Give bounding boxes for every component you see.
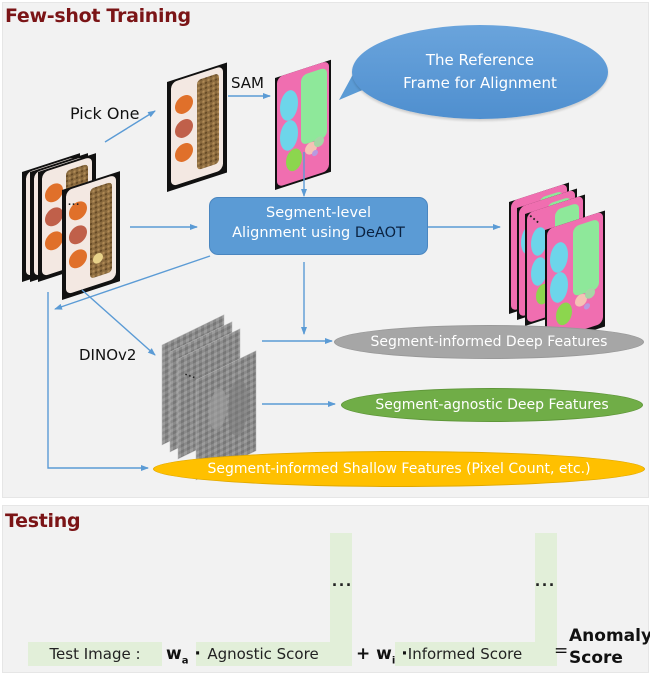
agnostic-score-caption: Agnostic Score: [196, 642, 330, 666]
agnostic-ellipsis-bg: [330, 533, 352, 666]
informed-ellipsis: ···: [535, 575, 556, 595]
alignment-line-2-prefix: Alignment using: [232, 225, 355, 241]
reference-frame-callout: The Reference Frame for Alignment: [352, 25, 608, 119]
score-label: Score: [569, 648, 623, 668]
multiply-dot: ·: [401, 644, 408, 664]
segment-agnostic-deep-features: Segment-agnostic Deep Features: [341, 388, 643, 422]
informed-score-caption: Informed Score: [395, 642, 535, 666]
training-title: Few-shot Training: [5, 5, 191, 27]
callout-line-1: The Reference: [425, 51, 535, 69]
arrow-pick-one: [104, 110, 156, 143]
flow-arrows: [47, 93, 501, 471]
pick-one-label: Pick One: [70, 104, 140, 123]
weight-agnostic: wa ·: [166, 644, 201, 666]
arrow-to-shallow: [47, 292, 149, 471]
testing-title: Testing: [5, 510, 81, 532]
anomaly-label: Anomaly: [569, 626, 650, 646]
w-i-symbol: w: [376, 644, 392, 664]
reference-image: [167, 62, 227, 192]
equals-sign: =: [554, 641, 569, 661]
multiply-dot: ·: [194, 644, 201, 664]
alignment-line-2: Alignment using DeAOT: [210, 223, 427, 243]
agnostic-ellipsis: ···: [332, 575, 353, 595]
dinov2-feature-maps: [161, 314, 257, 481]
w-a-symbol: w: [166, 644, 182, 664]
weight-informed: + wi ·: [356, 644, 408, 666]
w-i-subscript: i: [391, 655, 396, 667]
informed-ellipsis-bg: [535, 533, 557, 666]
arrow-alignment-back: [54, 255, 211, 310]
sam-label: SAM: [231, 74, 265, 92]
callout-line-2: Frame for Alignment: [403, 74, 557, 92]
inputs-ellipsis: ...: [68, 196, 81, 208]
segment-alignment-box: Segment-level Alignment using DeAOT: [209, 197, 428, 255]
segment-informed-deep-features: Segment-informed Deep Features: [334, 325, 644, 359]
alignment-line-1: Segment-level: [266, 205, 371, 221]
w-a-subscript: a: [181, 655, 189, 667]
arrow-dinov2: [81, 289, 156, 356]
plus-sign: +: [356, 644, 371, 664]
aligned-masks-stack: [509, 182, 605, 346]
input-image-stack: [22, 153, 120, 300]
deaot-label: DeAOT: [354, 225, 405, 241]
test-image-caption: Test Image :: [28, 642, 162, 666]
dinov2-label: DINOv2: [79, 346, 137, 364]
anomaly-score-result: Anomaly Score: [569, 625, 650, 669]
sam-mask-image: [275, 59, 331, 190]
segment-informed-shallow-features: Segment-informed Shallow Features (Pixel…: [153, 451, 645, 487]
